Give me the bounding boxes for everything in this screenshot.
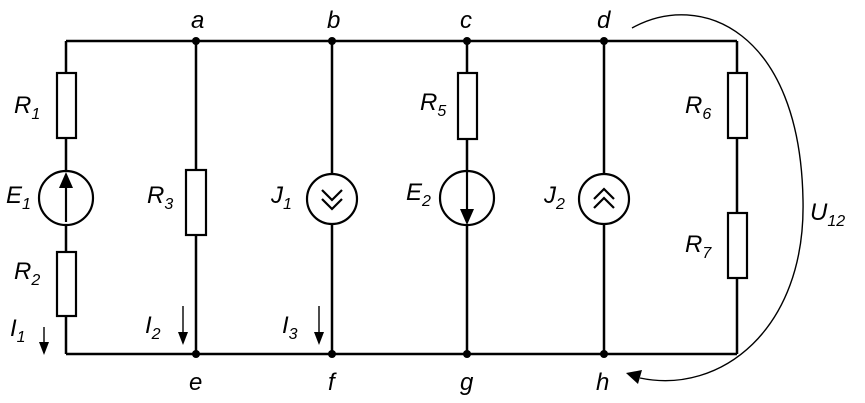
resistor-r2	[55, 250, 78, 318]
node-label-d: d	[597, 7, 611, 34]
node-dot-d	[600, 37, 608, 45]
label-r1: R1	[14, 92, 40, 123]
label-r7: R7	[685, 231, 712, 262]
node-dot-g	[463, 350, 471, 358]
resistor-r5	[456, 71, 479, 141]
label-e2: E2	[406, 179, 431, 210]
node-dot-b	[328, 37, 336, 45]
node-label-g: g	[460, 369, 474, 396]
node-dot-c	[463, 37, 471, 45]
node-label-h: h	[596, 369, 609, 396]
label-i1: I1	[10, 315, 26, 346]
current-arrow-i2	[178, 306, 188, 345]
current-source-j1	[305, 172, 359, 226]
label-r5: R5	[420, 89, 446, 120]
label-i2: I2	[145, 312, 161, 343]
voltage-arc-u12	[626, 14, 804, 384]
current-source-j2	[577, 172, 631, 226]
label-i3: I3	[282, 312, 298, 343]
resistor-r6	[726, 71, 749, 140]
current-arrow-i3	[314, 306, 324, 345]
label-u12: U12	[810, 199, 845, 230]
label-e1: E1	[6, 182, 31, 213]
label-r6: R6	[685, 92, 711, 123]
node-label-f: f	[328, 369, 337, 396]
label-r3: R3	[147, 182, 173, 213]
node-label-e: e	[189, 369, 202, 396]
node-dot-f	[328, 350, 336, 358]
resistor-r3	[184, 168, 208, 237]
emf-source-e1	[37, 169, 95, 227]
label-j1: J1	[270, 182, 292, 213]
node-dot-h	[600, 350, 608, 358]
emf-source-e2	[438, 169, 496, 227]
node-label-a: a	[191, 7, 204, 34]
node-dot-a	[192, 37, 200, 45]
label-r2: R2	[14, 258, 40, 289]
label-j2: J2	[543, 182, 565, 213]
current-arrow-i1	[39, 327, 49, 355]
node-dots	[192, 37, 608, 358]
resistor-r1	[55, 71, 78, 140]
node-label-b: b	[327, 7, 340, 34]
resistor-r7	[726, 211, 749, 280]
node-label-c: c	[460, 7, 472, 34]
node-dot-e	[192, 350, 200, 358]
